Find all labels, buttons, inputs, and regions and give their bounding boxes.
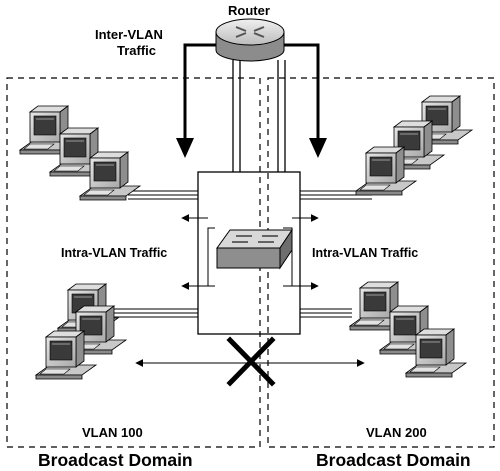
left-upper-cables — [128, 190, 198, 200]
inter-vlan-arrowhead-right — [309, 138, 327, 158]
switch-icon — [216, 228, 293, 270]
inter-vlan-label-line1: Inter-VLAN — [95, 27, 163, 42]
router-icon — [215, 18, 285, 62]
right-lower-cables — [300, 308, 352, 318]
router-trunk-lines — [232, 60, 286, 172]
vlan-right-label: VLAN 200 — [366, 425, 427, 440]
workstation-group-right-upper — [355, 95, 473, 196]
broadcast-domain-left-box — [6, 77, 261, 448]
intra-vlan-label-right: Intra-VLAN Traffic — [312, 246, 419, 260]
left-lower-cables — [108, 308, 198, 318]
broadcast-domain-right-label: Broadcast Domain — [316, 450, 471, 470]
inter-vlan-label-line2: Traffic — [117, 43, 157, 58]
workstation-group-left-lower — [35, 283, 127, 380]
blocked-cross-icon — [226, 336, 276, 387]
vlan-left-label: VLAN 100 — [82, 425, 143, 440]
broadcast-domain-left-label: Broadcast Domain — [38, 450, 193, 470]
workstation-group-right-lower — [349, 281, 467, 378]
intra-vlan-right-arrows — [283, 214, 319, 290]
router-label: Router — [228, 3, 270, 18]
inter-vlan-arrows — [183, 43, 320, 140]
switch-enclosure — [197, 171, 301, 335]
intra-vlan-left-arrows — [181, 214, 215, 290]
workstation-group-left-upper — [19, 105, 141, 201]
intra-vlan-label-left: Intra-VLAN Traffic — [61, 246, 168, 260]
inter-vlan-arrowhead-left — [176, 138, 194, 158]
